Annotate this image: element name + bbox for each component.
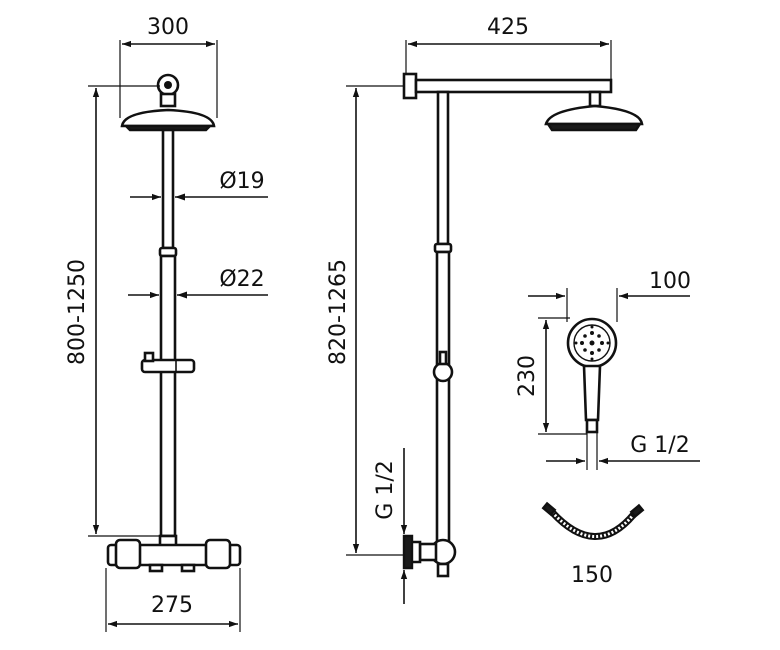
front-head-width-label: 300 — [147, 15, 189, 40]
front-hand-shower-holder — [140, 351, 196, 374]
front-shower-head — [120, 73, 216, 132]
dim-hand-shower-thread: G 1/2 — [546, 432, 700, 470]
side-height-range-label: 820-1265 — [326, 259, 351, 365]
dim-side-height: 820-1265 — [326, 85, 404, 556]
dim-front-head-width: 300 — [119, 15, 218, 118]
dim-hand-shower-height: 230 — [515, 317, 587, 435]
dim-pipe-lower-diameter: Ø22 — [128, 267, 268, 299]
hand-shower-view: 100 230 — [515, 269, 700, 588]
shower-hose: 150 — [541, 501, 645, 588]
dim-hand-shower-width: 100 — [528, 269, 691, 322]
hand-shower — [566, 317, 618, 434]
front-view: 300 — [65, 15, 268, 632]
dim-arm-length: 425 — [405, 15, 612, 80]
side-shower-arm — [402, 72, 644, 132]
front-thermostat — [106, 534, 242, 573]
dim-thermostat-width: 275 — [105, 568, 241, 632]
front-height-range-label: 800-1250 — [65, 259, 90, 365]
hand-shower-width-label: 100 — [649, 269, 691, 294]
side-riser-pipe — [432, 90, 454, 544]
pipe-upper-diameter-label: Ø19 — [219, 169, 264, 194]
thermostat-width-label: 275 — [151, 593, 193, 618]
pipe-lower-diameter-label: Ø22 — [219, 267, 264, 292]
side-inlet-thread-label: G 1/2 — [373, 460, 398, 519]
arm-length-label: 425 — [487, 15, 529, 40]
hand-shower-thread-label: G 1/2 — [630, 433, 689, 458]
dim-side-inlet-thread: G 1/2 — [373, 448, 408, 604]
dim-front-height: 800-1250 — [65, 85, 160, 537]
side-thermostat — [402, 534, 457, 578]
dim-pipe-upper-diameter: Ø19 — [130, 169, 268, 201]
front-riser-pipe — [158, 128, 178, 538]
side-view: 425 — [326, 15, 644, 604]
hand-shower-height-label: 230 — [515, 355, 540, 397]
hose-length-label: 150 — [571, 563, 613, 588]
